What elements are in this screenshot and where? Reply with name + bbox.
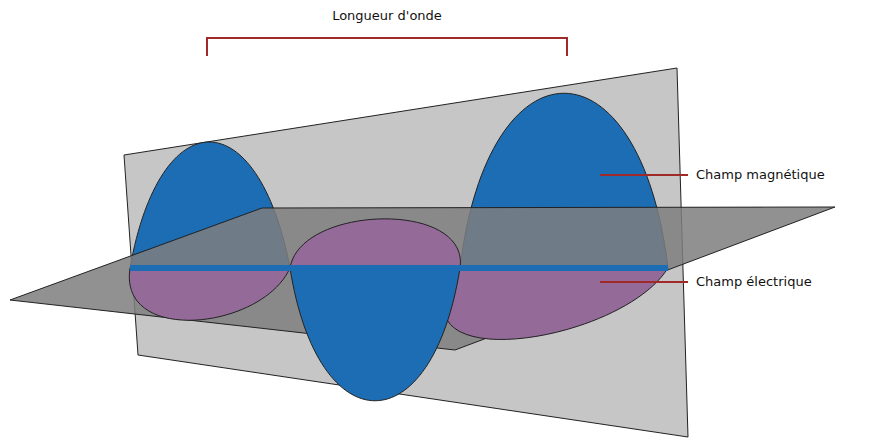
electric-lobe bbox=[129, 268, 290, 320]
wavelength-label: Longueur d'onde bbox=[330, 8, 444, 24]
electric-lobe bbox=[444, 268, 668, 339]
magnetic-lobe bbox=[290, 268, 460, 401]
wavelength-bracket bbox=[207, 38, 567, 56]
field-label: Champ électrique bbox=[694, 274, 814, 290]
leader-line bbox=[600, 174, 688, 176]
leader-line bbox=[600, 281, 688, 283]
field-label: Champ magnétique bbox=[694, 167, 827, 183]
axis-band bbox=[130, 265, 668, 271]
electric-lobe bbox=[290, 219, 460, 268]
